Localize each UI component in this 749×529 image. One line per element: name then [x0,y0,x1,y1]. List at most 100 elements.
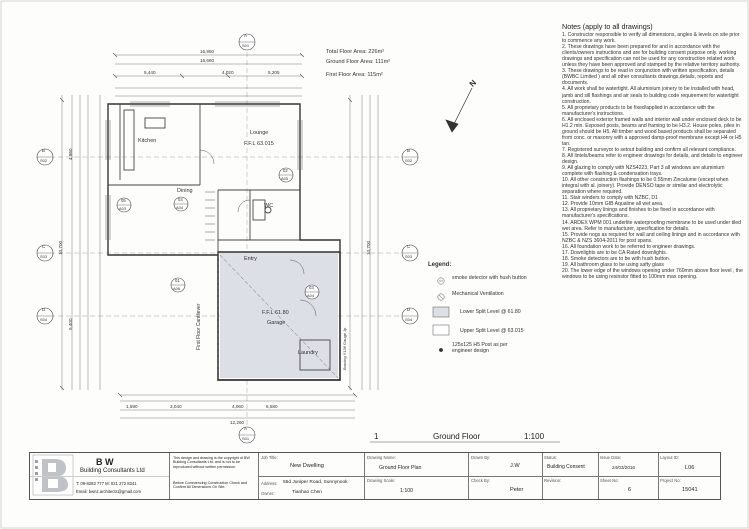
sheet-no-value: 6 [628,487,632,493]
drawing-scale: 1:100 [524,432,545,441]
section-mark-c-right: C [407,244,411,249]
section-sheet-a-bottom: S01 [242,436,250,441]
floor-areas: Total Floor Area: 226m² Ground Floor Are… [326,47,390,80]
dim-top-c: 5,205 [268,70,280,75]
project-no-label: Project No: [660,478,681,483]
drawn-by-value: J.W [510,463,520,469]
detail-mark-num: 03 [178,197,183,202]
drawing-name-label: Drawing Name: [367,455,396,460]
dim-left-overall: 10,700 [58,240,63,255]
section-mark-a-bottom: A [244,426,248,431]
note-item: 3. These drawings to be read in conjunct… [562,68,735,87]
legend-item: smoke detector with hush button [452,275,527,281]
note-item: 10. All other construction flashings to … [562,177,729,196]
note-item: 13. All proprietary linings and finishes… [562,207,715,220]
note-item: 5. All proprietary products to be fixed/… [562,104,715,117]
note-item: 16. All foundation work to be referred t… [562,243,696,250]
dim-left-b: 5,400 [68,318,73,331]
section-sheet-a-top: S01 [242,43,250,48]
status-label: Status: [544,455,558,460]
check-by-label: Check By: [471,478,491,483]
section-sheet-b-left: S02 [40,158,48,163]
note-item: 20. The lower edge of the windows openin… [562,267,743,280]
legend: Legend: smoke detector with hush button … [428,262,563,360]
section-mark-d-right: D [407,307,411,312]
note-item: 6. All enclosed exterior framed walls an… [562,116,742,147]
address-label: Address: [261,481,278,486]
drawn-by-label: Drawn By: [471,455,491,460]
ventilation-icon [428,289,440,299]
note-item: 11. Stair winders to comply with NZBC, D… [562,195,658,202]
dim-bottom-a: 1,590 [126,404,138,409]
drawing-scale-value: 1:100 [400,488,413,494]
note-item: 2. These drawings have been prepared for… [562,44,741,69]
drawing-title: Ground Floor [433,432,481,441]
layout-id-value: L06 [685,465,695,471]
check-note: Before Commencing Construction Check and… [173,481,247,490]
status-value: Building Consent [547,464,585,470]
total-floor-area: Total Floor Area: 226m² [326,49,385,55]
note-item: 15. Provide nogs as required for wall an… [562,231,740,244]
owner-label: Owner: [261,491,275,496]
note-item: 18. Smoke detectors are to be with hush … [562,255,671,262]
check-by-value: Peter [510,487,524,493]
first-floor-cantilever-label: First Floor Cantilever [196,303,202,350]
room-dining: Dining [177,188,193,194]
upper-level-swatch [428,326,448,336]
title-block: B W Building Consultants Ltd T: 09-8283 … [29,452,721,500]
dim-bottom-c: 4,060 [232,404,244,409]
note-item: 7. Registered surveyor to setout buildin… [562,146,736,153]
room-lounge-ffl: F.F.L 63.015 [244,141,274,147]
dim-right-overall: 10,700 [366,240,371,255]
owner-value: Tianhao Chen [292,490,322,495]
legend-item: Lower Split Level @ 61.80 [460,309,521,315]
bracing-label: Bracing Y136 Gauge Jp [342,327,347,370]
dim-left-a: 4,860 [68,148,73,161]
note-item: 14. ARDEX WPM 001 underlite waterproofin… [562,219,741,232]
note-item: 19. All bathroom glass to be using safty… [562,261,664,268]
note-item: 1. Constructor responsible to verify all… [562,32,740,45]
address-value: 55d Juniper Road, Sunnynook [283,480,348,485]
section-mark-b-right: B [407,148,411,153]
company-phone: T: 09-8283 777 M: 021 272 8341 [76,481,137,486]
job-title-label: Job Title: [261,455,278,460]
detail-mark-num: 02 [283,168,288,173]
room-garage-ffl: F.F.L 61.80 [262,310,289,316]
dim-bottom-b: 3,040 [170,404,182,409]
room-entry: Entry [244,256,257,262]
room-kitchen: Kitchen [138,138,157,144]
notes-title: Notes (apply to all drawings) [562,22,653,31]
issue-date-value: 24/03/2016 [612,465,635,470]
first-floor-area: First Floor Area: 115m² [326,72,383,78]
room-lounge: Lounge [250,130,269,136]
detail-mark-num: 01 [175,278,180,283]
note-item: 4. All work shall be watertight. All alu… [562,86,739,105]
legend-item: Upper Split Level @ 63.015 [460,328,524,334]
room-garage: Garage [267,320,286,326]
section-mark-a-top: A [244,33,248,38]
section-sheet-c-right: S03 [405,254,413,259]
post-icon [428,343,440,353]
room-laundry: Laundry [298,350,318,356]
note-item: 9. All glazing to comply with NZS4223, P… [562,165,725,178]
legend-title: Legend: [428,262,452,268]
section-sheet-c-left: S03 [40,254,48,259]
drawing-name-value: Ground Floor Plan [379,465,422,471]
note-item: 12. Provide 10mm GIB Aqualine all wet ar… [562,201,664,208]
project-no-value: 15041 [682,487,698,493]
drawing-scale-label: Drawing Scale: [367,478,396,483]
revision-label: Revision: [544,478,562,483]
company-name: Building Consultants Ltd [80,468,145,474]
detail-mark-sheet: A04 [176,205,184,210]
note-item: 8. All lintels/beams refer to engineer d… [562,152,743,166]
legend-item: 125x125 H5 Post as per engineer design [452,342,508,354]
bw-logo-icon [32,454,74,496]
note-item: 17. Downlights are to be CA Rated downli… [562,249,668,256]
section-mark-c-left: C [42,244,46,249]
smoke-detector-icon [428,273,440,283]
dim-bottom-overall: 12,260 [230,420,245,425]
issue-date-label: Issue Date: [600,455,622,460]
lower-level-swatch [428,307,448,317]
